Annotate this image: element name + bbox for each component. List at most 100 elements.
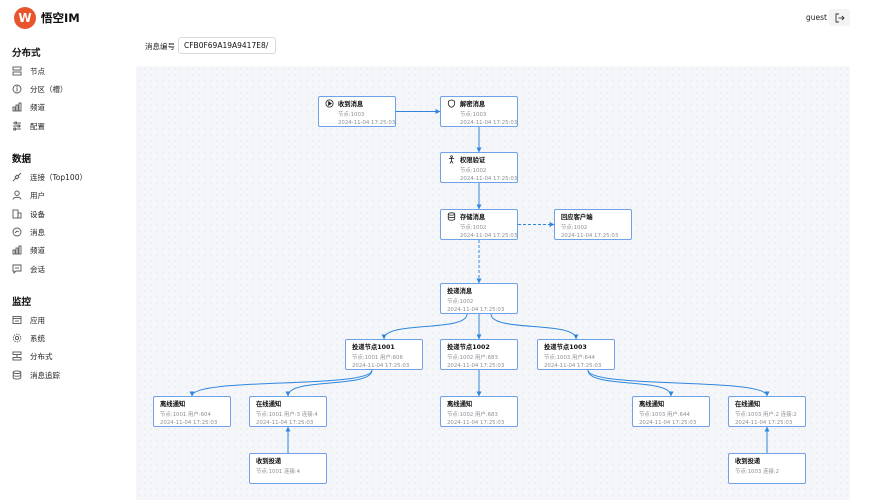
node-title-row: 收到投递	[256, 456, 322, 465]
database-icon	[12, 370, 22, 380]
node-title: 在线通知	[256, 401, 282, 408]
node-detail: 节点:1003 用户:644	[544, 355, 595, 361]
sidebar-item-users[interactable]: 用户	[12, 187, 45, 203]
sidebar-item-label: 节点	[30, 66, 45, 76]
node-title: 在线通知	[735, 401, 761, 408]
sidebar-item-label: 会话	[30, 264, 45, 274]
flow-node-recv[interactable]: 收到消息节点:1003 2024-11-04 17:25:03	[318, 96, 396, 127]
flow-node-off1002[interactable]: 离线通知节点:1002 用户:683 2024-11-04 17:25:03	[440, 396, 518, 427]
node-detail: 节点:1003 用户:2 连接:2	[735, 412, 797, 418]
node-title-row: 投递节点1002	[447, 342, 513, 351]
node-timestamp: 2024-11-04 17:25:03	[256, 420, 314, 426]
sidebar-item-label: 系统	[30, 333, 45, 343]
sidebar-item-devices[interactable]: 设备	[12, 206, 45, 222]
node-detail: 节点:1001 用户:604	[160, 412, 211, 418]
sidebar-item-messages[interactable]: 消息	[12, 224, 45, 240]
node-title-row: 离线通知	[639, 399, 705, 408]
node-title: 离线通知	[639, 401, 665, 408]
node-detail: 节点:1002	[561, 225, 588, 231]
node-timestamp: 2024-11-04 17:25:03	[460, 176, 518, 182]
node-title: 投递节点1002	[447, 344, 490, 351]
node-detail: 节点:1001 用户:606	[352, 355, 403, 361]
sidebar-item-connections[interactable]: 连接（Top100）	[12, 169, 87, 185]
sidebar: W 悟空IM 分布式 节点 分区（槽） 频道 配置 数据 连接（Top100） …	[0, 0, 118, 500]
app-window-icon	[12, 315, 22, 325]
flow-node-ack1003[interactable]: 收到投递节点:1003 连接:2	[728, 453, 806, 484]
message-circle-icon	[12, 227, 22, 237]
node-timestamp: 2024-11-04 17:25:03	[447, 363, 505, 369]
node-detail: 节点:1003 用户:644	[639, 412, 690, 418]
shield-icon	[447, 99, 456, 108]
sidebar-item-label: 设备	[30, 209, 45, 219]
sidebar-item-nodes[interactable]: 节点	[12, 63, 45, 79]
sidebar-item-channels-data[interactable]: 频道	[12, 242, 45, 258]
app-title: 悟空IM	[41, 11, 80, 25]
node-detail: 节点:1002	[460, 225, 487, 231]
node-title: 离线通知	[447, 401, 473, 408]
nav-group-data: 数据	[12, 154, 32, 165]
node-icon	[12, 66, 22, 76]
sidebar-item-conversations[interactable]: 会话	[12, 261, 45, 277]
node-detail: 节点:1002 用户:683	[447, 412, 498, 418]
sidebar-item-label: 分区（槽）	[30, 84, 68, 94]
node-title: 投递节点1001	[352, 344, 395, 351]
sidebar-item-label: 用户	[30, 190, 45, 200]
node-title: 存储消息	[460, 214, 486, 221]
message-id-label: 消息编号	[145, 42, 175, 51]
sidebar-item-channels[interactable]: 频道	[12, 99, 45, 115]
sidebar-item-system[interactable]: 系统	[12, 330, 45, 346]
bar-chart-icon	[12, 245, 22, 255]
message-id-input[interactable]	[178, 37, 276, 54]
sidebar-item-label: 消息追踪	[30, 370, 60, 380]
flow-node-on1003[interactable]: 在线通知节点:1003 用户:2 连接:2 2024-11-04 17:25:03	[728, 396, 806, 427]
sidebar-item-config[interactable]: 配置	[12, 118, 45, 134]
flow-node-on1001[interactable]: 在线通知节点:1001 用户:3 连接:4 2024-11-04 17:25:03	[249, 396, 327, 427]
node-timestamp: 2024-11-04 17:25:03	[447, 420, 505, 426]
node-timestamp: 2024-11-04 17:25:03	[735, 420, 793, 426]
node-title: 投递节点1003	[544, 344, 587, 351]
node-title-row: 解密消息	[447, 99, 513, 108]
app-logo[interactable]: W 悟空IM	[14, 7, 80, 29]
flow-node-d1001[interactable]: 投递节点1001 节点:1001 用户:606 2024-11-04 17:25:0…	[345, 339, 423, 370]
node-detail: 节点:1001 用户:3 连接:4	[256, 412, 318, 418]
logout-button[interactable]	[829, 9, 850, 26]
node-detail: 节点:1003 连接:2	[735, 469, 780, 475]
chat-icon	[12, 264, 22, 274]
node-timestamp: 2024-11-04 17:25:03	[352, 363, 410, 369]
node-title-row: 收到投递	[735, 456, 801, 465]
node-detail: 节点:1002	[460, 168, 487, 174]
sidebar-item-label: 频道	[30, 102, 45, 112]
sidebar-item-slots[interactable]: 分区（槽）	[12, 81, 68, 97]
node-timestamp: 2024-11-04 17:25:03	[338, 120, 396, 126]
node-title-row: 收到消息	[325, 99, 391, 108]
node-title-row: 在线通知	[256, 399, 322, 408]
sidebar-item-label: 应用	[30, 315, 45, 325]
node-detail: 节点:1003	[338, 112, 365, 118]
flow-node-auth[interactable]: 权限验证节点:1002 2024-11-04 17:25:03	[440, 152, 518, 183]
play-icon	[325, 99, 334, 108]
logo-icon: W	[14, 7, 36, 29]
node-title: 收到投递	[256, 458, 282, 465]
node-title-row: 回应客户端	[561, 212, 627, 221]
sidebar-item-trace[interactable]: 消息追踪	[12, 367, 60, 383]
sidebar-item-app[interactable]: 应用	[12, 312, 45, 328]
gear-icon	[12, 333, 22, 343]
node-title: 投递消息	[447, 288, 473, 295]
node-title-row: 投递节点1001	[352, 342, 418, 351]
node-title: 回应客户端	[561, 214, 593, 221]
flow-node-ack1001[interactable]: 收到投递节点:1001 连接:4	[249, 453, 327, 484]
node-title-row: 投递消息	[447, 286, 513, 295]
sidebar-item-label: 消息	[30, 227, 45, 237]
node-title-row: 投递节点1003	[544, 342, 610, 351]
plug-icon	[12, 172, 22, 182]
sidebar-item-distributed[interactable]: 分布式	[12, 348, 53, 364]
node-title-row: 权限验证	[447, 155, 513, 164]
